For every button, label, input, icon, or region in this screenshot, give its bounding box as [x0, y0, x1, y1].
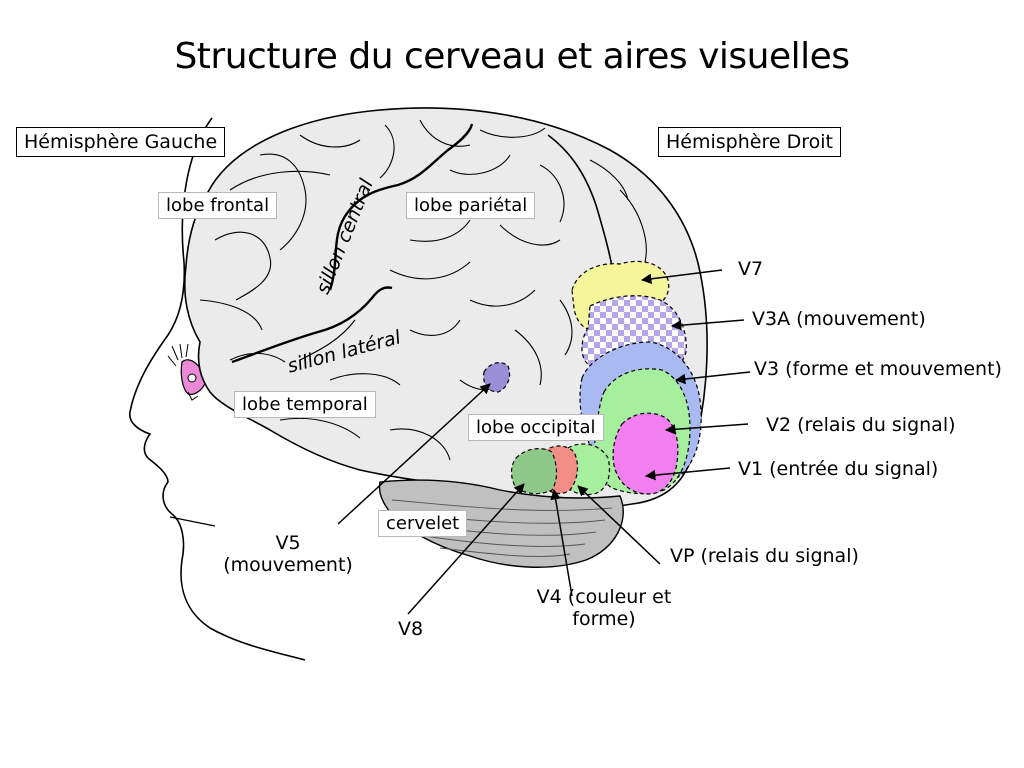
v4-label-line2: forme): [572, 608, 636, 630]
arrow-v3: [674, 371, 751, 385]
pointer-arrows: [337, 269, 751, 615]
lateral-sulcus: [231, 286, 393, 364]
central-sulcus: [328, 123, 474, 291]
area-v1: [612, 412, 679, 495]
parietal-lobe-label: lobe pariétal: [406, 192, 536, 219]
occipital-lobe-label: lobe occipital: [468, 414, 604, 441]
vp-label: VP (relais du signal): [670, 545, 859, 567]
mouth-line: [169, 516, 216, 527]
diagram-title: Structure du cerveau et aires visuelles: [174, 36, 850, 77]
v5-label: V5 (mouvement): [218, 532, 358, 576]
arrow-v7: [640, 269, 723, 285]
arrow-v1: [644, 467, 731, 481]
v5-label-line2: (mouvement): [223, 554, 353, 576]
arrow-v8: [407, 483, 525, 615]
temporal-lobe-label: lobe temporal: [234, 391, 376, 418]
arrow-v3a: [670, 319, 745, 331]
v1-label: V1 (entrée du signal): [738, 458, 939, 480]
v5-label-line1: V5: [275, 532, 301, 554]
v3-label: V3 (forme et mouvement): [754, 358, 1002, 380]
cerebellum-label: cervelet: [378, 510, 468, 537]
v4-label-line1: V4 (couleur et: [536, 586, 672, 608]
head-profile-outline: [128, 117, 306, 661]
arrow-vp: [577, 485, 661, 565]
area-v8: [510, 448, 558, 495]
arrow-v2: [664, 423, 749, 435]
frontal-lobe-label: lobe frontal: [158, 192, 278, 219]
v8-label: V8: [398, 618, 424, 640]
v7-label: V7: [738, 258, 764, 280]
v2-label: V2 (relais du signal): [766, 414, 956, 436]
arrow-v5: [337, 383, 491, 525]
arrow-v4: [550, 488, 573, 597]
v3a-label: V3A (mouvement): [752, 308, 926, 330]
v4-label: V4 (couleur et forme): [524, 586, 684, 630]
left-hemisphere-label: Hémisphère Gauche: [16, 127, 226, 157]
right-hemisphere-label: Hémisphère Droit: [658, 127, 841, 157]
